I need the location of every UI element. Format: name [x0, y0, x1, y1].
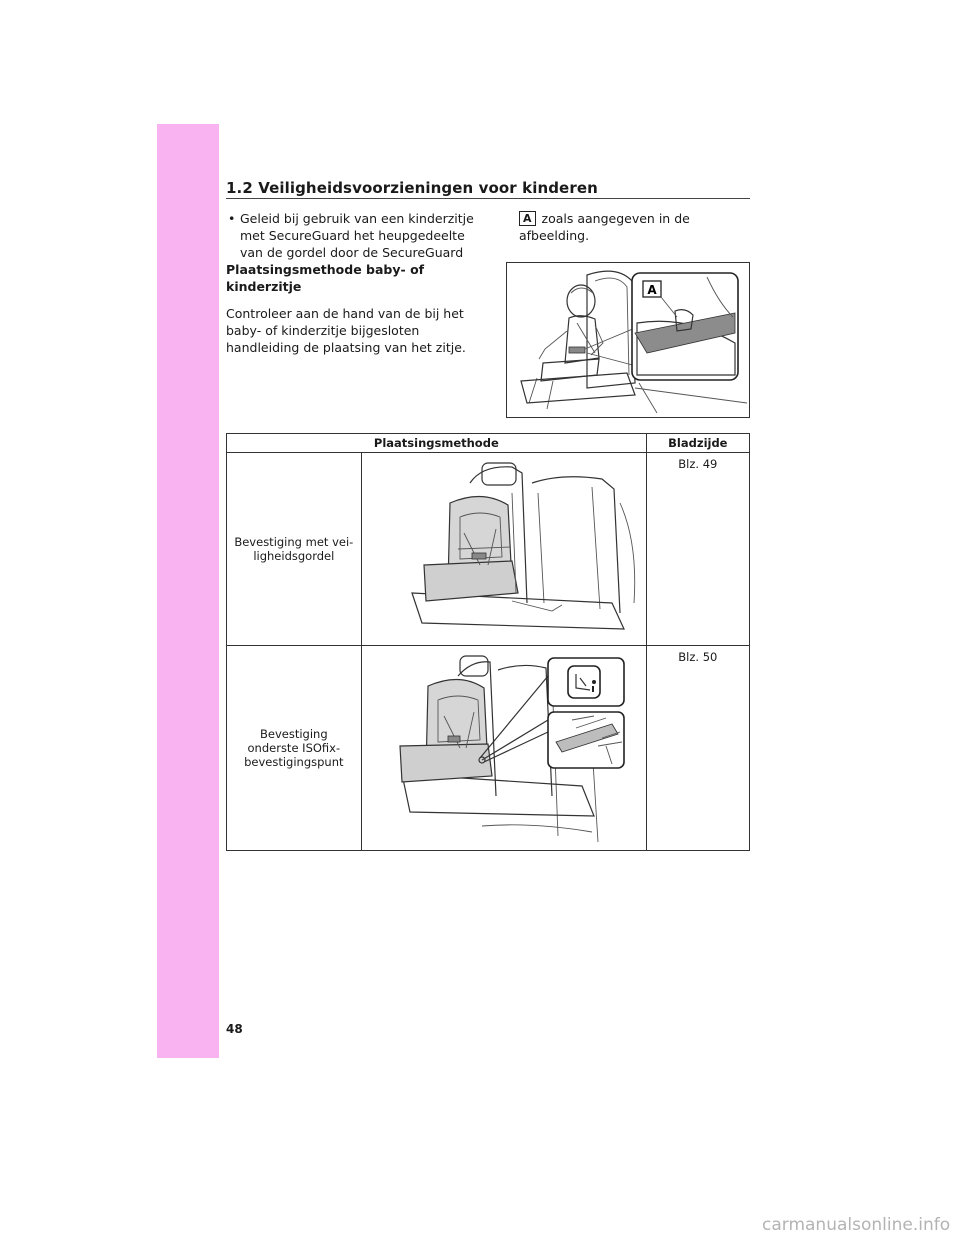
placement-methods-table: Plaatsingsmethode Bladzijde Bevestiging …	[226, 433, 751, 851]
page-ref-cell: Blz. 50	[645, 645, 751, 851]
inset-callout-a: A	[647, 283, 657, 297]
watermark: carmanualsonline.info	[762, 1215, 951, 1235]
method-cell: Bevestiging onderste ISOfix-bevestigings…	[226, 645, 362, 851]
section-title: 1.2 Veiligheidsvoorzieningen voor kinder…	[226, 179, 598, 197]
left-column: Geleid bij gebruik van een kinderzitje m…	[226, 210, 488, 356]
seatbelt-installation-illustration	[360, 452, 647, 646]
method-cell: Bevestiging met vei­ligheidsgordel	[226, 452, 362, 646]
bullet-item: Geleid bij gebruik van een kinderzitje m…	[226, 210, 488, 261]
child-booster-illustration: A	[506, 262, 750, 418]
continuation-text: zoals aangegeven in de afbeelding.	[519, 211, 690, 243]
page-number: 48	[226, 1022, 243, 1036]
isofix-installation-illustration	[360, 645, 647, 851]
table-row: Bevestiging met vei­ligheidsgordel	[226, 452, 751, 646]
header-method: Plaatsingsmethode	[226, 433, 647, 453]
table-row: Bevestiging onderste ISOfix-bevestigings…	[226, 645, 751, 851]
chapter-side-tab	[157, 124, 219, 1058]
header-divider	[226, 198, 750, 199]
label-a-box: A	[519, 211, 536, 226]
body-paragraph: Controleer aan de hand van de bij het ba…	[226, 306, 466, 355]
header-page: Bladzijde	[645, 433, 751, 453]
page-ref-cell: Blz. 49	[645, 452, 751, 646]
subheading: Plaatsingsmethode baby- of kinderzitje	[226, 262, 425, 294]
